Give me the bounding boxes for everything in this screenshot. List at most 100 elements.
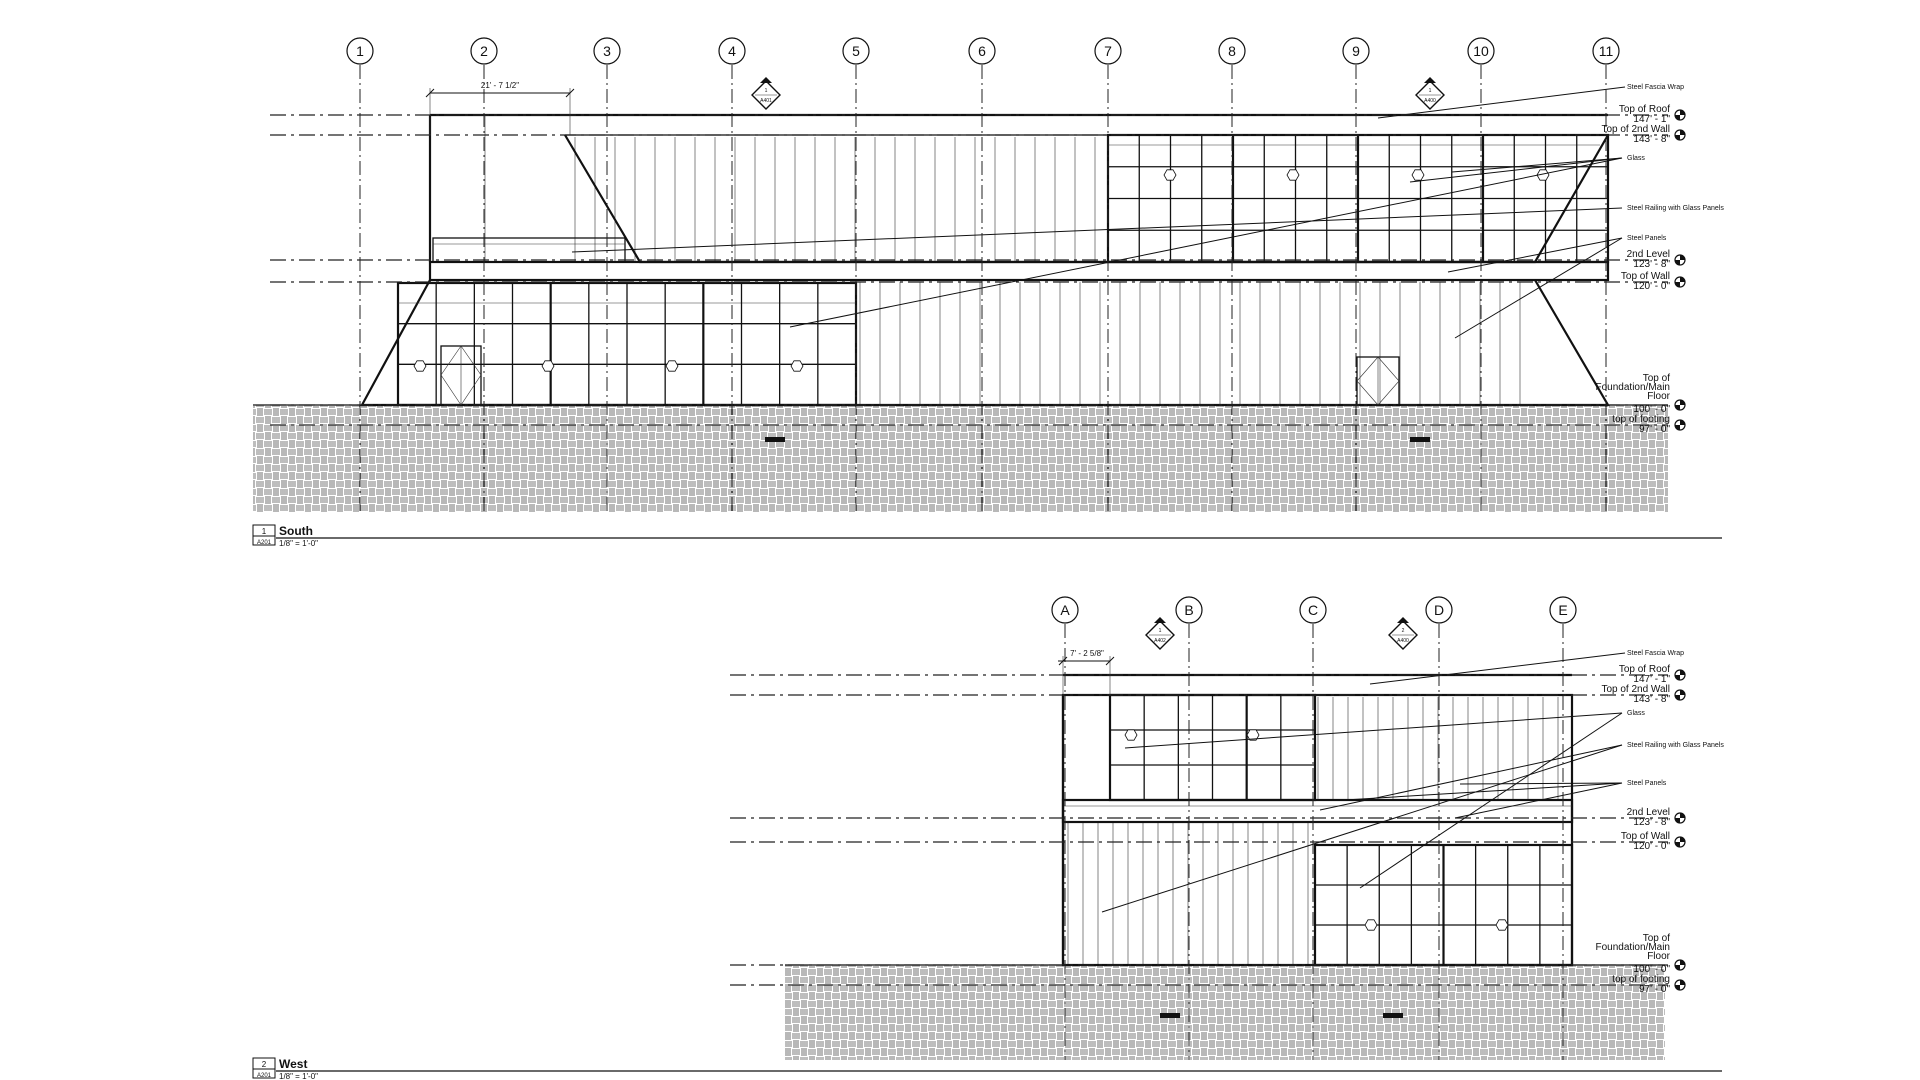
level-target-fill [1675, 400, 1685, 410]
grid-bubble [1175, 596, 1203, 624]
level-target-fill [1675, 980, 1685, 990]
west-window-tags [1124, 729, 1509, 931]
level-target-icon [1674, 419, 1686, 431]
grid-label: 2 [480, 43, 488, 59]
level-elevation: 97' - 0" [1639, 984, 1670, 995]
level-target-icon [1674, 979, 1686, 991]
level-name: Floor [1647, 391, 1670, 402]
level-target-icon [1674, 399, 1686, 411]
south-dimension-text: 21' - 7 1/2" [481, 81, 519, 90]
west-dimension-text: 7' - 2 5/8" [1070, 649, 1104, 658]
level-elevation: 147' - 1" [1633, 674, 1670, 685]
level-elevation: 120' - 0" [1633, 281, 1670, 292]
level-name: Floor [1647, 951, 1670, 962]
south-glazing-mullions [398, 135, 1608, 405]
level-elevation: 123' - 8" [1633, 259, 1670, 270]
view-sheet: A201 [257, 540, 272, 546]
grid-label: C [1308, 602, 1318, 618]
level-name: Top of [1643, 373, 1670, 384]
level-target-fill [1675, 813, 1685, 823]
west-dimension: 7' - 2 5/8" [1058, 649, 1115, 695]
note-steel-fascia-wrap: Steel Fascia Wrap [1627, 84, 1684, 91]
window-tag-icon [1495, 919, 1509, 931]
grid-bubble [842, 37, 870, 65]
level-name: Top of Roof [1619, 104, 1670, 115]
grid-bubble [346, 37, 374, 65]
section-mark-sheet: A401 [760, 98, 772, 104]
level-elevation: 120' - 0" [1633, 841, 1670, 852]
grid-label: 4 [728, 43, 736, 59]
west-view-title: 2 A201 West 1/8" = 1'-0" [252, 1057, 1722, 1080]
note-steel-railing: Steel Railing with Glass Panels [1627, 205, 1724, 212]
level-target-icon [1674, 254, 1686, 266]
south-vertical-panel-lines [574, 137, 1521, 404]
window-tag-icon [413, 360, 427, 372]
west-glazing-mullions [1110, 695, 1572, 965]
note-steel-panels: Steel Panels [1627, 780, 1667, 787]
level-target-icon [1674, 689, 1686, 701]
level-name: Top of 2nd Wall [1601, 684, 1670, 695]
window-tag-icon [1163, 169, 1177, 181]
section-mark-sheet: A400 [1424, 98, 1436, 104]
view-number: 1 [262, 527, 267, 536]
grid-label: B [1184, 602, 1193, 618]
grid-label: 8 [1228, 43, 1236, 59]
grid-label: 1 [356, 43, 364, 59]
level-name: Top of [1643, 933, 1670, 944]
section-mark-number: 1 [765, 88, 768, 94]
grid-label: D [1434, 602, 1444, 618]
view-scale: 1/8" = 1'-0" [279, 539, 318, 548]
grid-bubble [718, 37, 746, 65]
south-footing-mark-2 [1410, 437, 1430, 442]
south-window-tags [413, 169, 1550, 372]
south-section-mark-1: 1 A401 [751, 77, 781, 110]
view-sheet: A201 [257, 1073, 272, 1079]
grid-label: 10 [1473, 43, 1489, 59]
west-building-outline [1061, 673, 1574, 967]
grid-bubble [1051, 596, 1079, 624]
section-mark-sheet: A400 [1397, 638, 1409, 644]
view-title-text: West [279, 1057, 307, 1071]
level-elevation: 143' - 8" [1633, 134, 1670, 145]
grid-label: E [1558, 602, 1567, 618]
level-target-fill [1675, 837, 1685, 847]
section-mark-number: 2 [1402, 628, 1405, 634]
window-tag-icon [1411, 169, 1425, 181]
grid-label: 6 [978, 43, 986, 59]
note-steel-railing: Steel Railing with Glass Panels [1627, 742, 1724, 749]
grid-bubble [1342, 37, 1370, 65]
grid-bubble [1299, 596, 1327, 624]
level-name: Foundation/Main [1596, 382, 1671, 393]
grid-bubble [1592, 37, 1620, 65]
level-elevation: 143' - 8" [1633, 694, 1670, 705]
level-target-icon [1674, 669, 1686, 681]
grid-bubble [968, 37, 996, 65]
level-name: 2nd Level [1627, 249, 1670, 260]
level-target-icon [1674, 129, 1686, 141]
south-footing-mark-1 [765, 437, 785, 442]
window-tag-icon [790, 360, 804, 372]
south-door-left [440, 345, 482, 406]
note-glass: Glass [1627, 710, 1645, 717]
grid-bubble [1094, 37, 1122, 65]
window-tag-icon [1286, 169, 1300, 181]
window-tag-icon [541, 360, 555, 372]
section-mark-number: 1 [1429, 88, 1432, 94]
south-view-title: 1 A201 South 1/8" = 1'-0" [252, 524, 1722, 548]
level-name: top of footing [1612, 974, 1670, 985]
level-name: Top of Wall [1621, 271, 1670, 282]
level-name: Top of 2nd Wall [1601, 124, 1670, 135]
section-mark-number: 1 [1159, 628, 1162, 634]
level-name: Top of Wall [1621, 831, 1670, 842]
grid-bubble [1467, 37, 1495, 65]
section-mark-sheet: A402 [1154, 638, 1166, 644]
level-target-fill [1675, 690, 1685, 700]
window-tag-icon [665, 360, 679, 372]
west-footing-mark-1 [1160, 1013, 1180, 1018]
grid-label: 11 [1599, 43, 1614, 59]
level-name: 2nd Level [1627, 807, 1670, 818]
